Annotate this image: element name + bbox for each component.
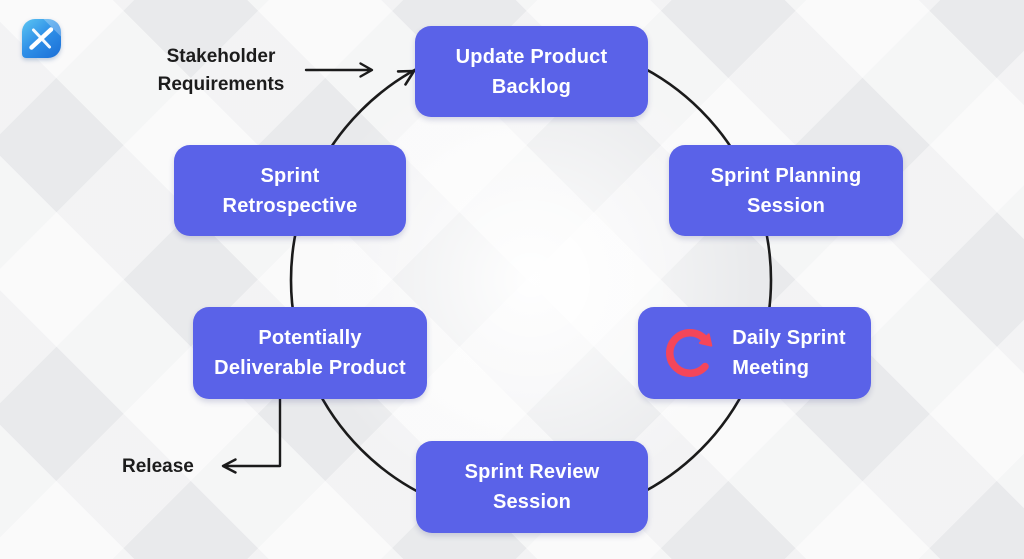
node-label-line2: Backlog [491, 75, 572, 98]
node-label: Update Product Backlog [456, 42, 608, 102]
node-label-line1: Potentially [258, 327, 362, 349]
node-label-line1: Update Product [455, 45, 608, 68]
node-label: Sprint Review Session [465, 457, 600, 517]
release-arrow [221, 397, 282, 474]
release-label: Release [122, 456, 194, 477]
node-sprint-planning-session: Sprint Planning Session [669, 145, 903, 236]
node-sprint-retrospective: Sprint Retrospective [174, 145, 406, 236]
stakeholder-requirements-label: Stakeholder Requirements [118, 43, 324, 99]
node-label-line2: Session [492, 491, 572, 513]
refresh-icon [666, 329, 713, 377]
node-label-line2: Retrospective [222, 194, 358, 217]
stakeholder-arrow [304, 62, 374, 78]
node-label-line1: Sprint [260, 164, 320, 187]
stakeholder-label-line1: Stakeholder [166, 46, 276, 67]
node-label-line1: Sprint Review [464, 461, 600, 483]
node-label: Daily Sprint Meeting [732, 323, 846, 383]
node-label-line1: Daily Sprint [732, 327, 846, 349]
app-logo [22, 19, 61, 58]
stakeholder-label-line2: Requirements [157, 74, 285, 95]
node-daily-sprint-meeting: Daily Sprint Meeting [638, 307, 871, 399]
node-sprint-review-session: Sprint Review Session [416, 441, 648, 533]
node-label-line1: Sprint Planning [710, 164, 862, 187]
node-label-line2: Session [746, 194, 826, 217]
node-label: Sprint Planning Session [711, 161, 862, 221]
node-label: Potentially Deliverable Product [214, 323, 406, 383]
node-potentially-deliverable-product: Potentially Deliverable Product [193, 307, 427, 399]
cycle-arrowhead [396, 69, 416, 86]
node-update-product-backlog: Update Product Backlog [415, 26, 648, 117]
node-label-line2: Meeting [732, 357, 810, 379]
x-logo-icon [29, 27, 54, 50]
node-label: Sprint Retrospective [223, 161, 358, 221]
node-label-line2: Deliverable Product [214, 357, 406, 379]
